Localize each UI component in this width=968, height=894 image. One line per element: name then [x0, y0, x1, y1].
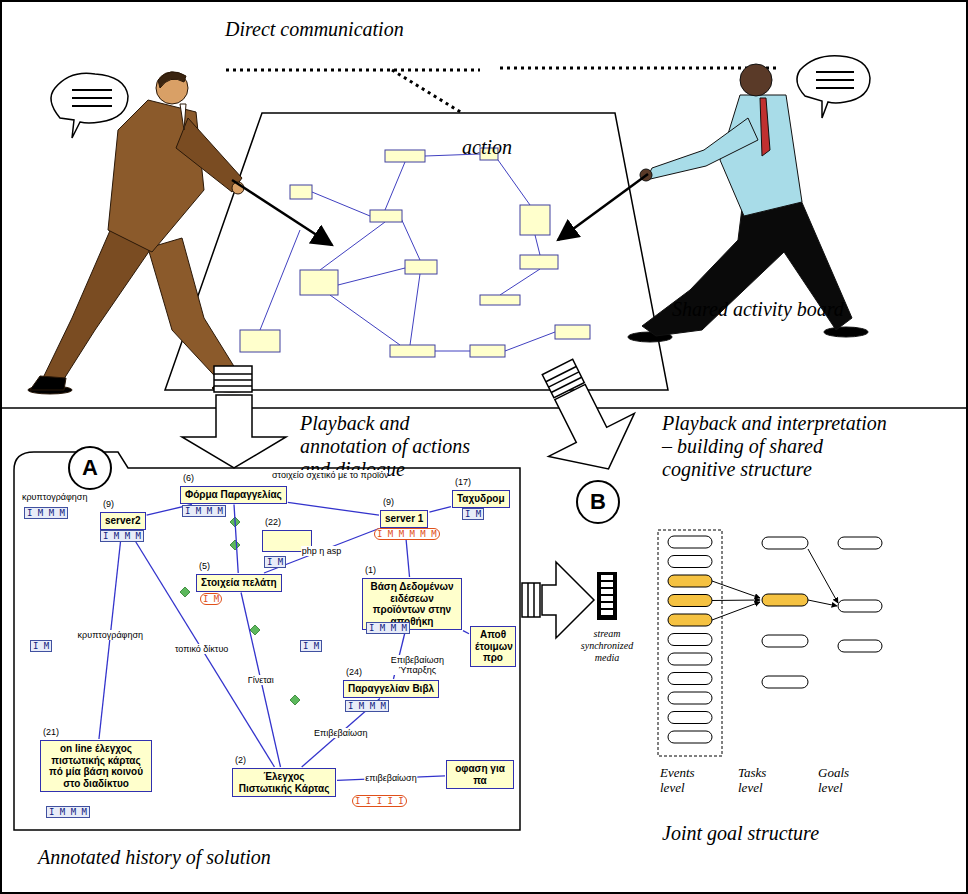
task-box: (5)Στοιχεία πελάτη: [196, 574, 282, 592]
annotation-badge: I I I I I: [352, 795, 407, 807]
annotation-label: στοιχείο σχετικό με το προϊόν: [272, 470, 388, 481]
box-text: Αποθ έτοιμων προ: [475, 629, 511, 664]
box-text: Ταχυδρομ: [457, 493, 505, 505]
connector-label: τοπικό δίκτυο: [174, 644, 229, 654]
film-frame: [601, 575, 613, 615]
box-text: B: [590, 489, 606, 515]
box-text: on line έλεγχος πιστωτικής κάρτας πό μία…: [45, 743, 147, 789]
callout-number: (6): [183, 473, 194, 484]
annotation-badge: I M M M: [46, 806, 90, 818]
connector-label: php η asp: [301, 546, 343, 556]
connector: [288, 502, 379, 515]
connector: [429, 507, 451, 513]
box-text: Παραγγελίαν Βιβλ: [348, 683, 434, 695]
box-text: Φόρμα Παραγγελίας: [185, 489, 282, 501]
annotation-badge: I M: [462, 508, 484, 520]
callout-number: (21): [43, 727, 59, 738]
box-text: Στοιχεία πελάτη: [201, 577, 277, 589]
board-links: [260, 154, 555, 351]
media-label: stream synchronized media: [576, 628, 638, 664]
film-icon: [597, 572, 617, 620]
level-label: Events level: [660, 765, 712, 795]
annotation-badge: I M: [300, 640, 322, 652]
level-label: Tasks level: [738, 765, 790, 795]
block-arrow: [182, 345, 651, 638]
task-box: Αποθ έτοιμων προ: [470, 626, 516, 667]
connector: [241, 593, 280, 768]
callout-number: (5): [199, 561, 210, 572]
task-box: (24)Παραγγελίαν Βιβλ: [343, 680, 439, 698]
task-box: (21)on line έλεγχος πιστωτικής κάρτας πό…: [40, 740, 152, 792]
callout-number: (22): [265, 517, 281, 528]
task-box: (6)Φόρμα Παραγγελίας: [180, 486, 287, 504]
task-box: οφαση για πα: [446, 760, 514, 789]
events-frame: [658, 530, 722, 756]
annotation-badge: I M: [30, 640, 52, 652]
history-panel: [14, 452, 520, 830]
box-text: server2: [105, 515, 141, 527]
caption-label: action: [462, 136, 512, 159]
task-box: (2)Έλεγχος Πιστωτικής Κάρτας: [232, 768, 336, 797]
panel-badge: A: [68, 446, 112, 490]
activity-board: [165, 113, 668, 390]
speech-lines: [72, 72, 854, 106]
box-text: A: [82, 455, 98, 481]
caption-label: Direct communication: [225, 18, 404, 41]
goal-oval: [838, 537, 882, 652]
connector-label: Γίνεται: [247, 675, 275, 685]
annotation-badge: I M M M: [24, 507, 68, 519]
annotation-badge: I M M M: [100, 530, 144, 542]
action-arrow: [232, 180, 332, 245]
annotation-badge: I M M M: [366, 622, 410, 634]
annotation-label: κρυπτογράφηση: [22, 492, 87, 503]
person-left: [28, 72, 252, 394]
panel-badge: B: [576, 480, 620, 524]
task-box: (9)server 1: [380, 510, 428, 528]
caption-label: Playback and interpretation – building o…: [662, 412, 887, 481]
caption-label: Annotated history of solution: [38, 846, 271, 869]
annotation-badge: I M: [200, 593, 222, 605]
connector: [129, 531, 275, 768]
callout-number: (2): [235, 755, 246, 766]
connector: [234, 505, 238, 574]
box-text: server 1: [385, 513, 423, 525]
task-box: (17)Ταχυδρομ: [452, 490, 510, 508]
action-arrow: [558, 174, 648, 240]
box-text: Έλεγχος Πιστωτικής Κάρτας: [237, 771, 331, 794]
person-right: [628, 64, 868, 342]
caption-label: Joint goal structure: [662, 822, 819, 845]
callout-number: (9): [383, 497, 394, 508]
goal-link: [712, 549, 838, 620]
connector-label: Επιβεβαίωση Ύπαρξης: [380, 655, 454, 675]
callout-number: (9): [103, 499, 114, 510]
callout-number: (24): [346, 667, 362, 678]
annotation-badge: I M M M M M: [374, 528, 440, 540]
connector: [463, 631, 469, 634]
task-oval: [762, 537, 808, 688]
annotation-badge: I M M M: [182, 505, 226, 517]
level-label: Goals level: [818, 765, 870, 795]
board-box: [240, 148, 590, 357]
task-box: (9)server2: [100, 512, 146, 530]
annotation-badge: I M M M: [345, 700, 389, 712]
box-text: Βάση Δεδομένων ειδέσεων προϊόντων στην α…: [367, 581, 457, 627]
event-oval: [668, 536, 712, 743]
caption-label: Shared activity board: [672, 298, 844, 321]
divider: [0, 407, 968, 409]
box-text: οφαση για πα: [451, 763, 509, 786]
connector-label: επιβεβαίωση: [364, 773, 417, 783]
connector-label: Επιβεβαίωση: [313, 728, 368, 738]
callout-number: (1): [365, 565, 376, 576]
connector-label: κρυπτογράφηση: [77, 630, 144, 640]
callout-number: (17): [455, 477, 471, 488]
annotation-badge: I M: [264, 556, 286, 568]
